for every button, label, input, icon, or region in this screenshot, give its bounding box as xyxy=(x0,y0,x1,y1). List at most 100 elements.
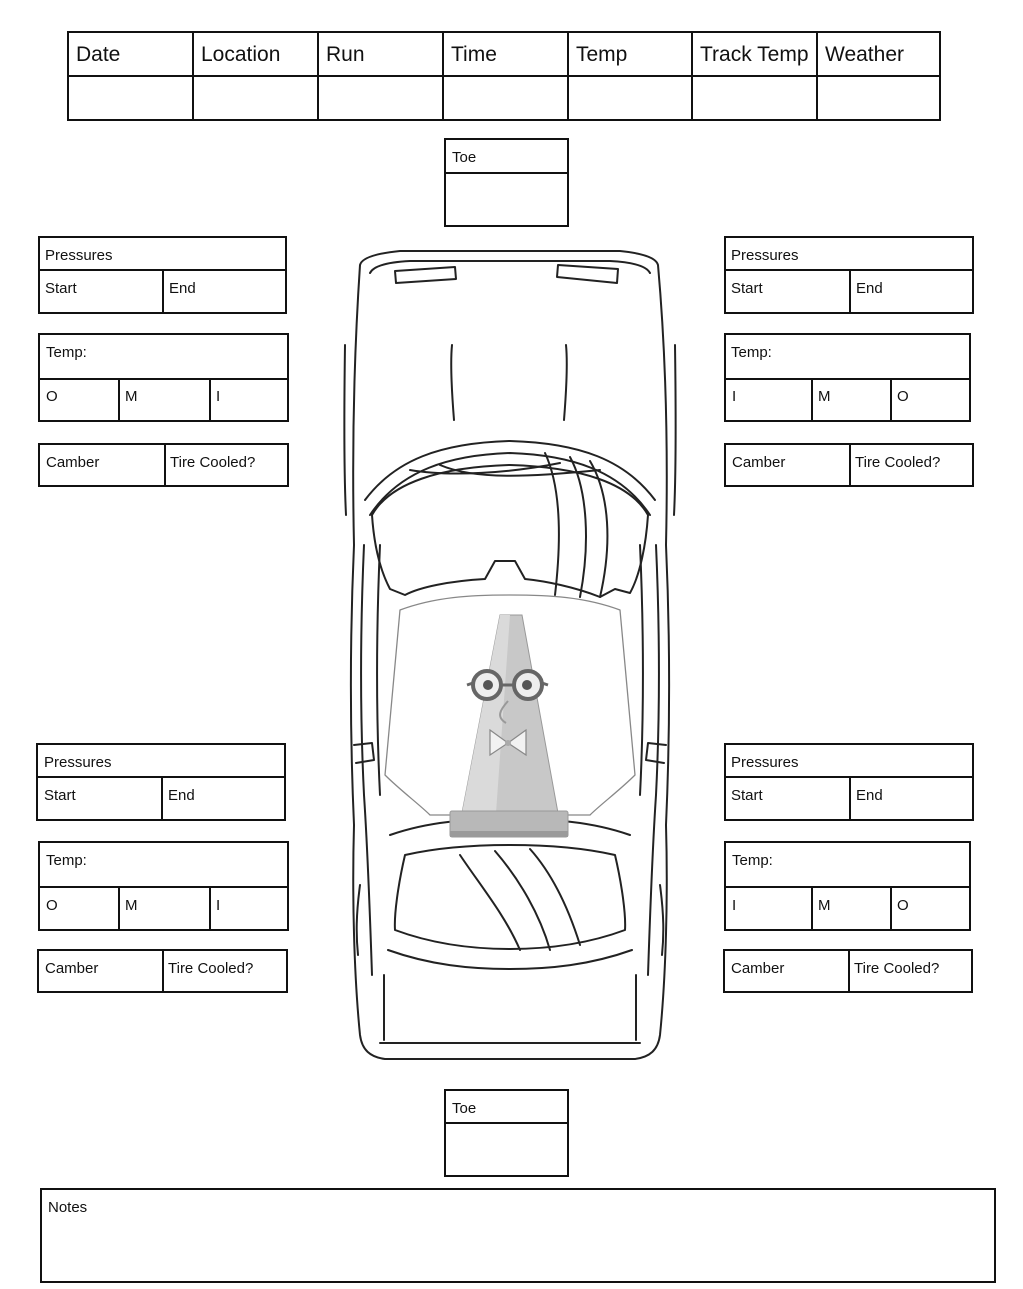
rear-left-tire-cooled-field[interactable] xyxy=(164,951,286,991)
tire-cooled-label: Tire Cooled? xyxy=(855,454,941,471)
date-field[interactable] xyxy=(69,77,192,121)
rear-right-temp-middle-field[interactable] xyxy=(813,888,890,929)
camber-label: Camber xyxy=(46,454,100,471)
column-divider xyxy=(567,33,569,119)
time-field[interactable] xyxy=(444,77,567,121)
rear-left-temp-box: Temp: O M I xyxy=(38,841,289,931)
front-left-pressure-end-field[interactable] xyxy=(164,271,285,312)
tire-cooled-label: Tire Cooled? xyxy=(168,960,254,977)
session-info-table: Date Location Run Time Temp Track Temp W… xyxy=(67,31,941,121)
front-left-tire-cooled-field[interactable] xyxy=(166,445,287,485)
outer-zone-label: O xyxy=(46,388,58,405)
track-temp-field[interactable] xyxy=(693,77,816,121)
rear-left-temp-inner-field[interactable] xyxy=(211,888,287,929)
location-field[interactable] xyxy=(194,77,317,121)
notes-box: Notes xyxy=(40,1188,996,1283)
header-temp: Temp xyxy=(569,33,691,75)
header-row-divider xyxy=(69,75,939,77)
middle-zone-label: M xyxy=(125,388,138,405)
rear-left-temp-middle-field[interactable] xyxy=(120,888,209,929)
weather-label: Weather xyxy=(825,43,904,66)
front-left-temp-inner-field[interactable] xyxy=(211,380,287,420)
rear-toe-field[interactable] xyxy=(446,1124,567,1175)
front-right-pressures-box: Pressures Start End xyxy=(724,236,974,314)
date-label: Date xyxy=(76,43,121,66)
front-right-temp-middle-field[interactable] xyxy=(813,380,890,420)
front-right-pressure-end-field[interactable] xyxy=(851,271,972,312)
rear-left-pressures-box: Pressures Start End xyxy=(36,743,286,821)
car-top-view-illustration xyxy=(343,250,677,1060)
camber-label: Camber xyxy=(731,960,785,977)
front-left-temp-outer-field[interactable] xyxy=(40,380,118,420)
inner-zone-label: I xyxy=(732,388,737,405)
column-divider xyxy=(442,33,444,119)
column-divider xyxy=(192,33,194,119)
camber-label: Camber xyxy=(45,960,99,977)
front-left-temp-middle-field[interactable] xyxy=(120,380,209,420)
middle-zone-label: M xyxy=(125,897,138,914)
rear-right-camber-box: Camber Tire Cooled? xyxy=(723,949,973,993)
header-weather: Weather xyxy=(818,33,941,75)
rear-right-temp-outer-field[interactable] xyxy=(892,888,969,929)
end-label: End xyxy=(169,280,196,297)
temp-label: Temp: xyxy=(46,344,87,361)
start-label: Start xyxy=(731,787,763,804)
front-right-pressure-start-field[interactable] xyxy=(726,271,849,312)
front-left-camber-field[interactable] xyxy=(40,445,164,485)
inner-zone-label: I xyxy=(216,897,221,914)
front-right-tire-cooled-field[interactable] xyxy=(851,445,972,485)
inner-zone-label: I xyxy=(732,897,737,914)
rear-right-pressures-box: Pressures Start End xyxy=(724,743,974,821)
rear-right-pressure-start-field[interactable] xyxy=(726,778,849,819)
tire-cooled-label: Tire Cooled? xyxy=(854,960,940,977)
middle-zone-label: M xyxy=(818,897,831,914)
header-run: Run xyxy=(319,33,442,75)
rear-toe-box: Toe xyxy=(444,1089,569,1177)
header-track-temp: Track Temp xyxy=(693,33,816,75)
front-right-temp-box: Temp: I M O xyxy=(724,333,971,422)
notes-field[interactable] xyxy=(42,1220,994,1281)
temp-label: Temp: xyxy=(46,852,87,869)
time-label: Time xyxy=(451,43,497,66)
column-divider xyxy=(691,33,693,119)
cone-mascot-icon xyxy=(449,614,569,838)
rear-right-temp-inner-field[interactable] xyxy=(726,888,811,929)
rear-left-pressure-start-field[interactable] xyxy=(38,778,161,819)
pressures-label: Pressures xyxy=(731,247,799,264)
end-label: End xyxy=(856,787,883,804)
front-left-temp-box: Temp: O M I xyxy=(38,333,289,422)
header-time: Time xyxy=(444,33,567,75)
rear-toe-label: Toe xyxy=(452,1100,477,1117)
column-divider xyxy=(317,33,319,119)
rear-left-pressure-end-field[interactable] xyxy=(163,778,284,819)
rear-right-pressure-end-field[interactable] xyxy=(851,778,972,819)
start-label: Start xyxy=(44,787,76,804)
temp-label: Temp: xyxy=(731,344,772,361)
camber-label: Camber xyxy=(732,454,786,471)
inner-zone-label: I xyxy=(216,388,221,405)
front-right-camber-field[interactable] xyxy=(726,445,849,485)
run-field[interactable] xyxy=(319,77,442,121)
front-left-pressure-start-field[interactable] xyxy=(40,271,162,312)
temp-label: Temp: xyxy=(732,852,773,869)
temp-field[interactable] xyxy=(569,77,691,121)
column-divider xyxy=(816,33,818,119)
front-left-pressures-box: Pressures Start End xyxy=(38,236,287,314)
temp-label: Temp xyxy=(576,43,628,66)
notes-label: Notes xyxy=(48,1199,88,1216)
rear-right-tire-cooled-field[interactable] xyxy=(850,951,971,991)
front-left-camber-box: Camber Tire Cooled? xyxy=(38,443,289,487)
rear-right-temp-box: Temp: I M O xyxy=(724,841,971,931)
front-toe-field[interactable] xyxy=(446,174,567,225)
front-right-temp-outer-field[interactable] xyxy=(892,380,969,420)
header-location: Location xyxy=(194,33,317,75)
rear-left-camber-box: Camber Tire Cooled? xyxy=(37,949,288,993)
rear-right-camber-field[interactable] xyxy=(725,951,848,991)
run-label: Run xyxy=(326,43,365,66)
front-right-temp-inner-field[interactable] xyxy=(726,380,811,420)
weather-field[interactable] xyxy=(818,77,941,121)
rear-left-camber-field[interactable] xyxy=(39,951,162,991)
location-label: Location xyxy=(201,43,281,66)
front-right-camber-box: Camber Tire Cooled? xyxy=(724,443,974,487)
rear-left-temp-outer-field[interactable] xyxy=(40,888,118,929)
